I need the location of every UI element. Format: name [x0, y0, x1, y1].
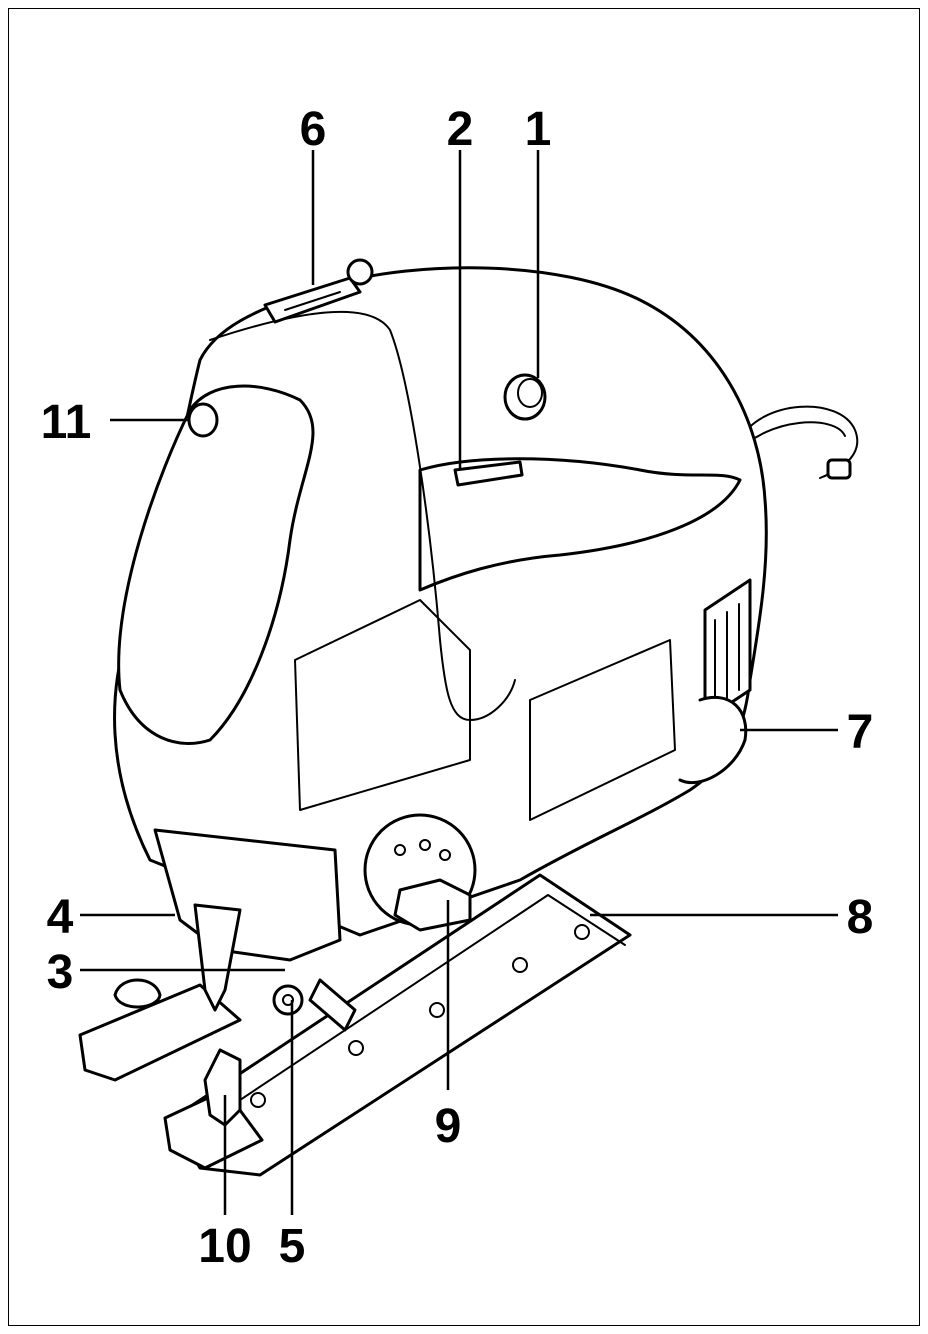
side-panel-right: [529, 639, 676, 821]
blower-switch: [187, 402, 219, 438]
blade-clamp-lever: [308, 978, 357, 1032]
callout-8: 8: [847, 891, 874, 944]
side-panel-left: [294, 599, 471, 811]
trigger-switch: [453, 460, 524, 487]
bevel-lock-lever: [203, 1048, 242, 1127]
blade-guard: [153, 828, 342, 962]
guide-roller: [272, 984, 304, 1016]
page-frame: [8, 8, 920, 1326]
callout-1: 1: [525, 103, 552, 156]
callout-6: 6: [300, 103, 327, 156]
callout-7: 7: [847, 706, 874, 759]
bevel-knob: [113, 978, 162, 1009]
pendulum-lever: [393, 878, 472, 932]
front-grip: [117, 384, 315, 745]
callout-11: 11: [41, 396, 92, 449]
callout-5: 5: [279, 1220, 306, 1273]
callout-10: 10: [198, 1220, 251, 1273]
callout-9: 9: [435, 1100, 462, 1153]
front-foot: [78, 983, 242, 1082]
cord-guard: [678, 695, 748, 785]
callout-4: 4: [47, 891, 74, 944]
speed-dial-knob: [346, 258, 374, 286]
base-plate-edge: [179, 894, 626, 1141]
blade: [193, 903, 242, 1012]
handle-opening: [418, 457, 742, 592]
lock-on-button: [503, 373, 547, 421]
callout-2: 2: [447, 103, 474, 156]
cord-clip: [826, 458, 852, 480]
callout-3: 3: [47, 946, 74, 999]
